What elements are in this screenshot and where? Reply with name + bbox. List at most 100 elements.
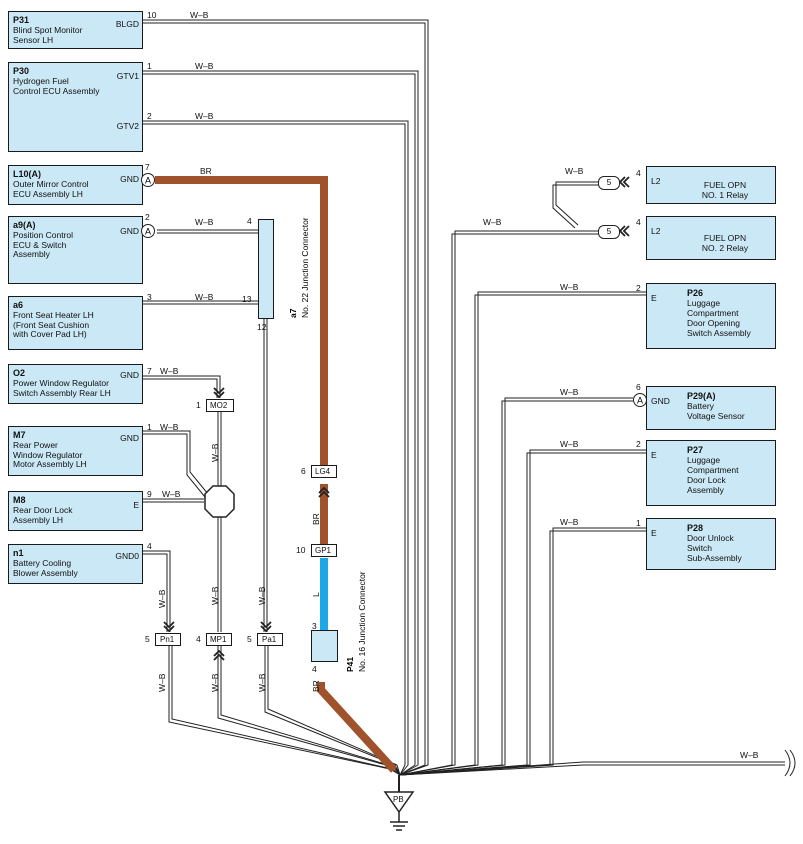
pin-number: 2 [636,439,641,449]
wire-color-label: W–B [257,586,267,605]
component-name: FUEL OPN NO. 2 Relay [701,233,749,253]
pin-number: 2 [636,283,641,293]
junction-a7-name: No. 22 Junction Connector [300,217,310,318]
junction-p41-name: No. 16 Junction Connector [357,571,367,672]
wire-color-label: BR [200,166,212,176]
wire-relay1 [555,181,600,226]
ground-label: PB [393,795,404,804]
component-name: Hydrogen Fuel Control ECU Assembly [13,76,100,96]
connector-gp1: GP1 [311,544,337,557]
wire-color-label: W–B [160,366,179,376]
component-a9: a9(A) Position Control ECU & Switch Asse… [8,216,143,284]
connector-label: Pn1 [160,635,175,644]
wire-color-label: W–B [162,489,181,499]
component-id: P27 [687,445,704,455]
wire-color-label: BR [311,513,321,525]
junction-a7 [258,219,274,319]
pin-number: 5 [247,634,252,644]
wire-m7 [142,430,209,495]
junction-a7-label: a7 [288,309,298,318]
pin-label: GND [120,433,139,443]
wire-color-label: W–B [195,111,214,121]
wire-p27 [399,449,648,776]
pin-number: 3 [147,292,152,302]
component-m8: M8 Rear Door Lock Assembly LH E [8,491,143,531]
circled-a-marker: A [141,173,155,187]
wire-right-exit [399,761,785,776]
pin-label: GND [120,226,139,236]
connector-pn1: Pn1 [155,633,181,646]
pin-number: 1 [196,400,201,410]
pin-number: 4 [247,216,252,226]
wire-relay2 [399,230,600,776]
connector-label: 5 [606,178,612,187]
wire-color-label: W–B [210,673,220,692]
pin-number: 2 [145,212,150,222]
pin-label: L2 [651,176,661,186]
pin-number: 6 [636,382,641,392]
component-name: Outer Mirror Control ECU Assembly LH [13,179,89,199]
pin-label: L2 [651,226,661,236]
pin-number: 13 [242,294,252,304]
pin-number: 10 [296,545,306,555]
marker-text: A [145,227,151,237]
component-id: P31 [13,15,30,25]
pin-number: 7 [147,366,152,376]
component-name: Rear Power Window Regulator Motor Assemb… [13,440,87,469]
wire-brown-p41 [317,682,397,773]
component-id: M8 [13,495,26,505]
wire-color-label: W–B [195,217,214,227]
component-id: P30 [13,66,30,76]
junction-id: a7 [288,308,298,318]
pin-number: 4 [312,664,317,674]
wire-color-label: L [311,592,321,597]
pin-number: 6 [301,466,306,476]
component-name: Luggage Compartment Door Opening Switch … [687,298,751,338]
component-n1: n1 Battery Cooling Blower Assembly GND0 [8,544,143,584]
component-id: n1 [13,548,24,558]
connector-pa1: Pa1 [257,633,283,646]
wire-brown-l10 [155,176,328,470]
pin-number: 2 [147,111,152,121]
pin-label: GND0 [115,551,139,561]
wire-p30-gtv1 [142,70,419,776]
pin-number: 1 [147,422,152,432]
wire-color-label: W–B [560,282,579,292]
junction-p41 [311,630,338,662]
chevrons [163,176,630,661]
pin-number: 4 [147,541,152,551]
marker-text: A [145,176,151,186]
junction-id: P41 [345,656,355,672]
pin-label: E [133,500,139,510]
connector-label: GP1 [315,546,332,555]
junction-p41-label: P41 [345,657,355,672]
component-p29: GND P29(A) Battery Voltage Sensor [646,386,776,430]
pin-number: 5 [145,634,150,644]
wb-wires [142,19,796,792]
wire-p28 [399,527,648,776]
pin-number: 9 [147,489,152,499]
component-id: M7 [13,430,26,440]
pin-number: 1 [147,61,152,71]
component-p28: E P28 Door Unlock Switch Sub-Assembly [646,518,776,570]
component-name: Battery Voltage Sensor [687,401,745,421]
pin-label: BLGD [115,19,139,29]
component-id: a9(A) [13,220,36,230]
wire-color-label: W–B [160,422,179,432]
wire-color-label: W–B [560,387,579,397]
connector-label: MP1 [210,635,227,644]
wire-o2 [142,375,221,398]
connector-label: 5 [606,227,612,236]
connector-label: Pa1 [262,635,277,644]
component-p30: P30 Hydrogen Fuel Control ECU Assembly G… [8,62,143,152]
pin-label: GTV2 [116,121,139,131]
component-id: a6 [13,300,24,310]
component-name: FUEL OPN NO. 1 Relay [701,180,749,200]
pin-label: E [651,528,657,538]
wire-p26 [399,291,648,776]
component-name: Power Window Regulator Switch Assembly R… [13,378,111,398]
wire-p31 [142,19,429,776]
component-name: Battery Cooling Blower Assembly [13,558,78,578]
connector-mo2: MO2 [206,399,234,412]
